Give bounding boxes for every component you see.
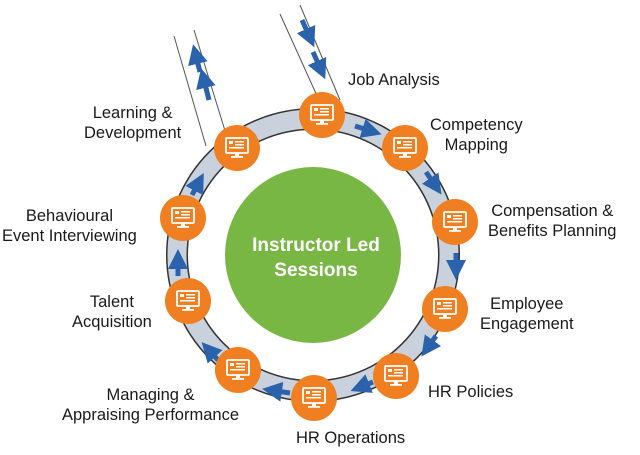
label-talent-acquisition: Talent Acquisition [72, 293, 152, 331]
center-title-line-1: Instructor Led [252, 235, 380, 256]
label-hr-operations: HR Operations [296, 429, 406, 447]
label-competency-mapping: Competency Mapping [430, 116, 523, 154]
node-1 [299, 92, 345, 138]
label-compensation-benefits: Compensation & Benefits Planning [488, 202, 617, 240]
exit-lane-left [173, 35, 207, 147]
label-job-analysis: Job Analysis [348, 71, 440, 89]
label-behavioural-interviewing: Behavioural Event Interviewing [2, 207, 137, 245]
node-7 [215, 347, 261, 393]
center-title: Instructor Led Sessions [230, 233, 402, 283]
node-2 [382, 125, 428, 171]
entry-lane-left [279, 13, 319, 99]
label-learning-development: Learning & Development [84, 104, 182, 142]
label-managing-appraising: Managing & Appraising Performance [62, 386, 240, 424]
node-10 [214, 125, 260, 171]
node-3 [432, 199, 478, 245]
node-4 [422, 286, 468, 332]
center-title-line-2: Sessions [274, 260, 358, 281]
entry-lane-right [299, 4, 341, 101]
label-employee-engagement: Employee Engagement [480, 295, 574, 333]
node-6 [291, 375, 337, 421]
label-hr-policies: HR Policies [428, 383, 514, 401]
node-5 [373, 353, 419, 399]
exit-lane-right [193, 29, 227, 135]
node-9 [160, 195, 206, 241]
lane-arrows [188, 18, 327, 101]
node-8 [165, 278, 211, 324]
ring-arrows [168, 118, 466, 402]
center-circle [225, 167, 401, 343]
